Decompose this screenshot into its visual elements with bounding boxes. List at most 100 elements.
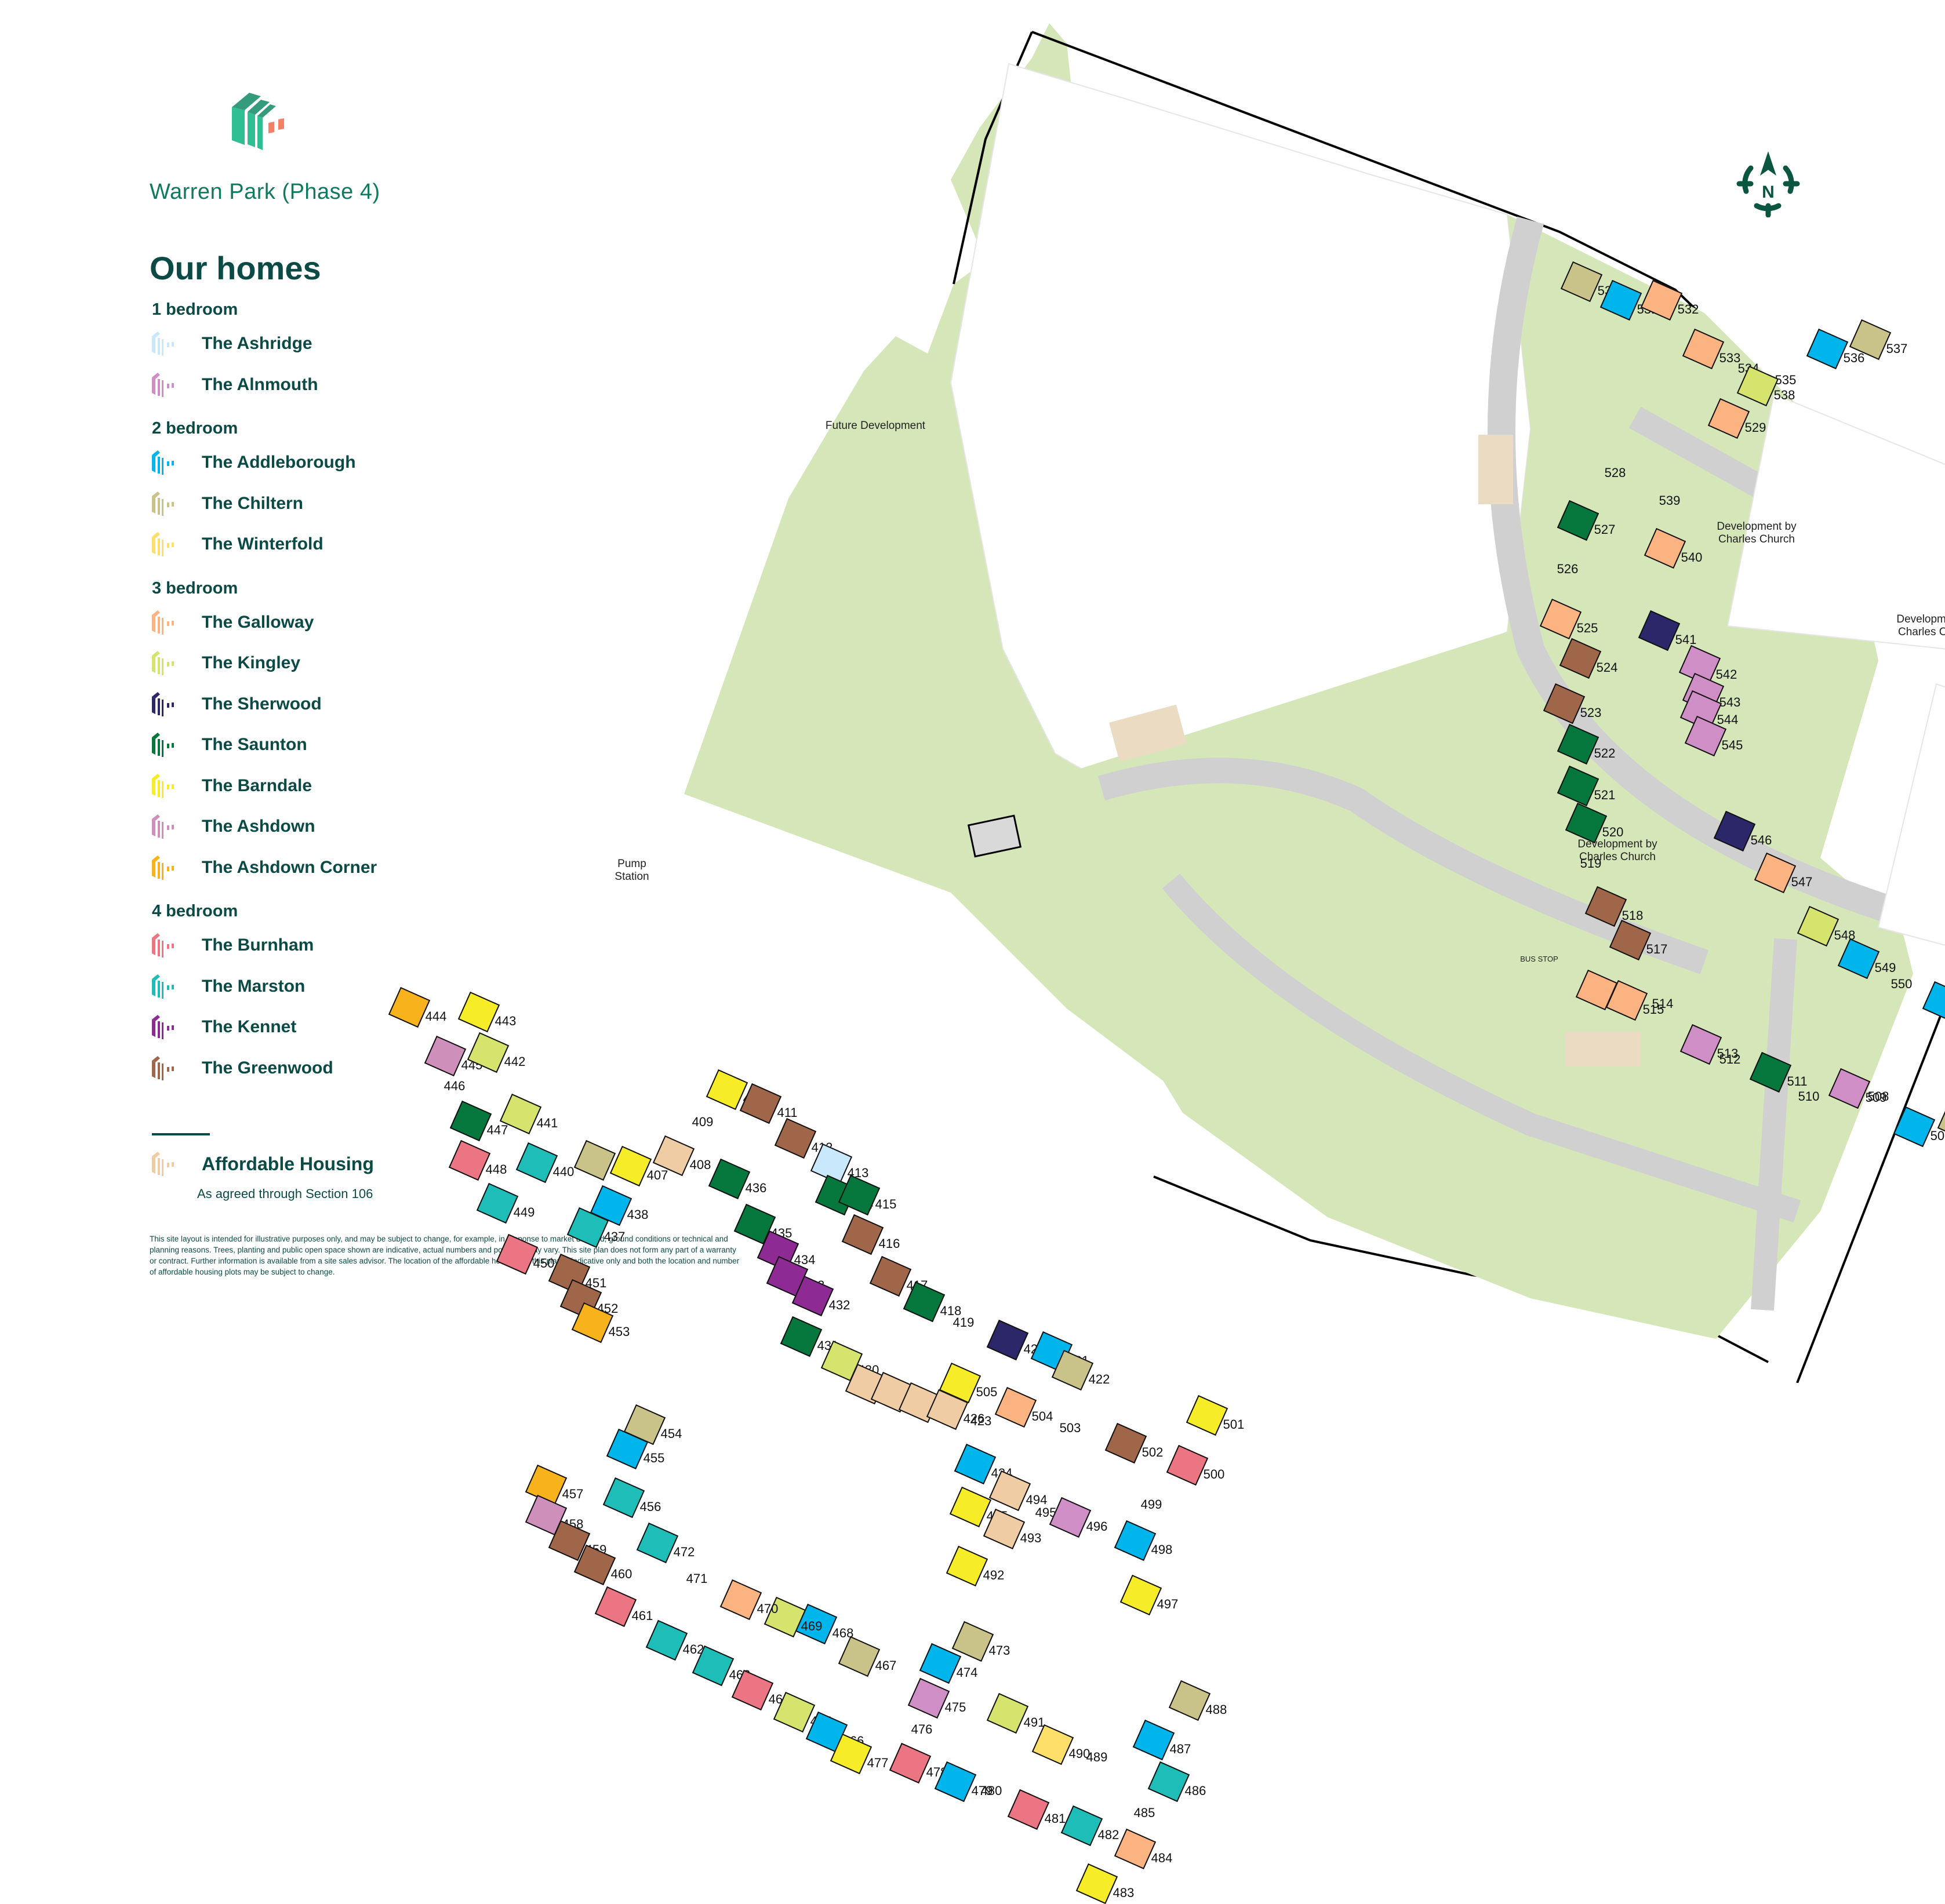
plot-number[interactable]: 454 [660, 1426, 682, 1441]
plot-number[interactable]: 501 [1223, 1417, 1245, 1432]
plot-number[interactable]: 519 [1580, 856, 1602, 871]
house-footprint[interactable] [838, 1636, 881, 1677]
house-footprint[interactable] [1060, 1805, 1103, 1847]
house-footprint[interactable] [889, 1742, 932, 1784]
house-footprint[interactable] [1186, 1395, 1228, 1436]
house-footprint[interactable] [907, 1677, 950, 1719]
plot-number[interactable]: 546 [1750, 833, 1772, 847]
plot-number[interactable]: 539 [1659, 493, 1681, 508]
plot-number[interactable]: 521 [1594, 788, 1616, 802]
plot-number[interactable]: 544 [1717, 712, 1739, 727]
plot-number[interactable]: 488 [1205, 1702, 1227, 1717]
plot-number[interactable]: 525 [1576, 621, 1598, 635]
plot-number[interactable]: 407 [646, 1168, 668, 1182]
house-footprint[interactable] [986, 1692, 1029, 1734]
plot-number[interactable]: 500 [1203, 1467, 1225, 1481]
plot-number[interactable]: 486 [1184, 1783, 1206, 1798]
house-footprint[interactable] [719, 1579, 762, 1621]
plot-number[interactable]: 492 [983, 1568, 1005, 1582]
plot-number[interactable]: 524 [1596, 660, 1618, 675]
plot-number[interactable]: 453 [608, 1324, 630, 1339]
plot-number[interactable]: 513 [1717, 1046, 1739, 1061]
plot-number[interactable]: 502 [1141, 1445, 1164, 1459]
house-footprint[interactable] [954, 1443, 997, 1485]
house-footprint[interactable] [1075, 1863, 1118, 1904]
house-footprint[interactable] [1007, 1789, 1050, 1830]
plot-number[interactable]: 446 [443, 1079, 466, 1093]
plot-number[interactable]: 487 [1169, 1742, 1191, 1756]
plot-number[interactable]: 415 [875, 1197, 897, 1211]
plot-number[interactable]: 533 [1719, 351, 1741, 365]
plot-number[interactable]: 455 [643, 1451, 665, 1465]
plot-number[interactable]: 484 [1151, 1851, 1173, 1865]
plot-number[interactable]: 528 [1604, 465, 1626, 480]
plot-number[interactable]: 543 [1719, 695, 1741, 709]
house-footprint[interactable] [1114, 1520, 1157, 1561]
plot-number[interactable]: 483 [1113, 1885, 1135, 1900]
plot-number[interactable]: 503 [1059, 1421, 1081, 1435]
plot-number[interactable]: 471 [686, 1571, 708, 1586]
house-footprint[interactable] [1132, 1719, 1175, 1761]
plot-number[interactable]: 409 [692, 1115, 714, 1129]
plot-number[interactable]: 529 [1744, 420, 1766, 435]
plot-number[interactable]: 477 [867, 1756, 889, 1770]
house-footprint[interactable] [594, 1586, 637, 1628]
plot-number[interactable]: 457 [562, 1487, 584, 1501]
plot-number[interactable]: 440 [552, 1164, 575, 1179]
plot-number[interactable]: 518 [1622, 908, 1644, 923]
plot-number[interactable]: 541 [1675, 632, 1697, 647]
plot-number[interactable]: 460 [610, 1567, 632, 1581]
house-footprint[interactable] [602, 1477, 645, 1519]
plot-number[interactable]: 510 [1798, 1089, 1820, 1104]
plot-number[interactable]: 456 [639, 1499, 661, 1514]
plot-number[interactable]: 517 [1646, 942, 1668, 956]
plot-number[interactable]: 514 [1652, 996, 1674, 1011]
plot-number[interactable]: 523 [1580, 705, 1602, 720]
plot-number[interactable]: 472 [673, 1545, 695, 1559]
plot-number[interactable]: 522 [1594, 746, 1616, 760]
plot-number[interactable]: 481 [1044, 1811, 1066, 1826]
plot-number[interactable]: 473 [988, 1643, 1010, 1658]
plot-number[interactable]: 508 [1867, 1089, 1889, 1104]
house-footprint[interactable] [1114, 1828, 1157, 1870]
plot-number[interactable]: 538 [1773, 388, 1795, 402]
plot-number[interactable]: 432 [828, 1298, 850, 1312]
house-footprint[interactable] [949, 1486, 992, 1528]
plot-number[interactable]: 526 [1557, 562, 1579, 576]
plot-number[interactable]: 509 [1865, 1090, 1887, 1105]
plot-number[interactable]: 441 [536, 1116, 558, 1130]
plot-number[interactable]: 537 [1886, 341, 1908, 356]
house-footprint[interactable] [1119, 1574, 1162, 1616]
plot-number[interactable]: 450 [533, 1256, 555, 1270]
plot-number[interactable]: 496 [1086, 1519, 1108, 1534]
plot-number[interactable]: 547 [1791, 875, 1813, 889]
plot-number[interactable]: 505 [976, 1385, 998, 1399]
plot-number[interactable]: 512 [1719, 1052, 1741, 1066]
plot-number[interactable]: 504 [1031, 1409, 1053, 1424]
plot-number[interactable]: 476 [911, 1722, 933, 1736]
plot-number[interactable]: 532 [1677, 302, 1699, 316]
plot-number[interactable]: 545 [1721, 738, 1743, 752]
plot-number[interactable]: 515 [1642, 1002, 1664, 1017]
plot-number[interactable]: 423 [970, 1414, 992, 1428]
plot-number[interactable]: 499 [1140, 1497, 1162, 1512]
plot-number[interactable]: 490 [1068, 1746, 1090, 1761]
plot-number[interactable]: 461 [631, 1608, 653, 1623]
plot-number[interactable]: 437 [604, 1229, 626, 1244]
plot-number[interactable]: 470 [757, 1601, 779, 1616]
plot-number[interactable]: 436 [745, 1181, 767, 1195]
house-footprint[interactable] [1104, 1422, 1147, 1464]
plot-number[interactable]: 411 [777, 1105, 798, 1120]
plot-number[interactable]: 542 [1715, 667, 1737, 682]
house-footprint[interactable] [1168, 1680, 1211, 1721]
plot-number[interactable]: 474 [956, 1665, 978, 1680]
plot-number[interactable]: 419 [952, 1315, 975, 1330]
plot-number[interactable]: 422 [1088, 1372, 1110, 1386]
plot-number[interactable]: 536 [1843, 351, 1865, 365]
house-footprint[interactable] [645, 1619, 688, 1661]
plot-number[interactable]: 442 [504, 1054, 526, 1069]
plot-number[interactable]: 480 [980, 1783, 1002, 1798]
plot-number[interactable]: 535 [1775, 373, 1797, 387]
plot-number[interactable]: 550 [1891, 977, 1913, 991]
plot-number[interactable]: 511 [1787, 1074, 1808, 1088]
